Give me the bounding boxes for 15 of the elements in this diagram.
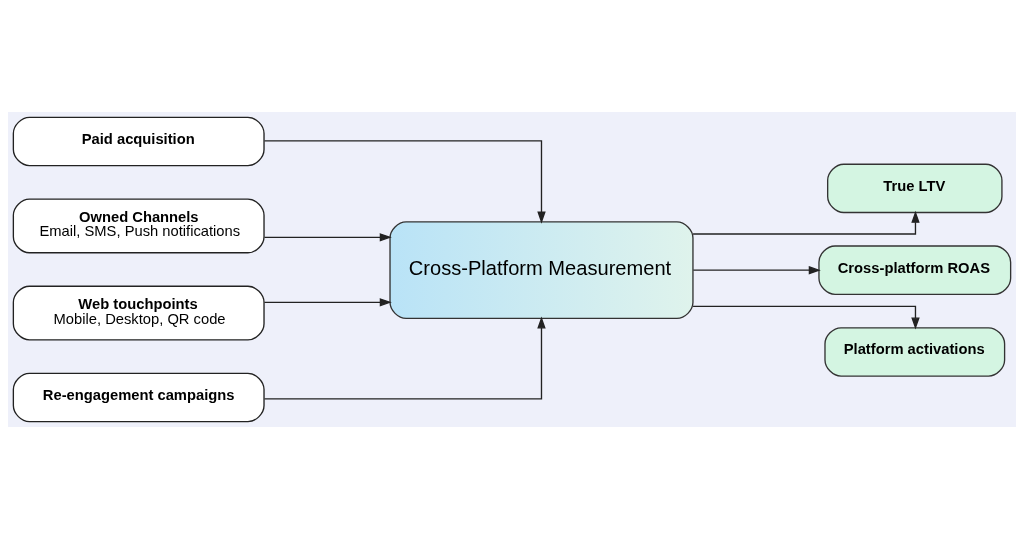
node-box: Owned Channels Email, SMS, Push notifications bbox=[12, 197, 265, 253]
node-box: Cross-platform ROAS bbox=[818, 244, 1012, 295]
node-box: Platform activations bbox=[824, 326, 1006, 377]
arrow bbox=[263, 297, 392, 307]
node-box: Paid acquisition bbox=[12, 116, 265, 166]
node-box: Web touchpoints Mobile, Desktop, QR code bbox=[12, 285, 265, 341]
arrow bbox=[692, 210, 920, 235]
arrow bbox=[263, 315, 546, 400]
arrow bbox=[263, 139, 546, 224]
arrow bbox=[692, 265, 821, 274]
node-box: True LTV bbox=[827, 163, 1003, 213]
node-box: Re-engagement campaigns bbox=[12, 372, 265, 422]
arrow bbox=[263, 232, 392, 242]
node-box: Cross-Platform Measurement bbox=[389, 220, 694, 319]
arrow bbox=[692, 305, 920, 330]
